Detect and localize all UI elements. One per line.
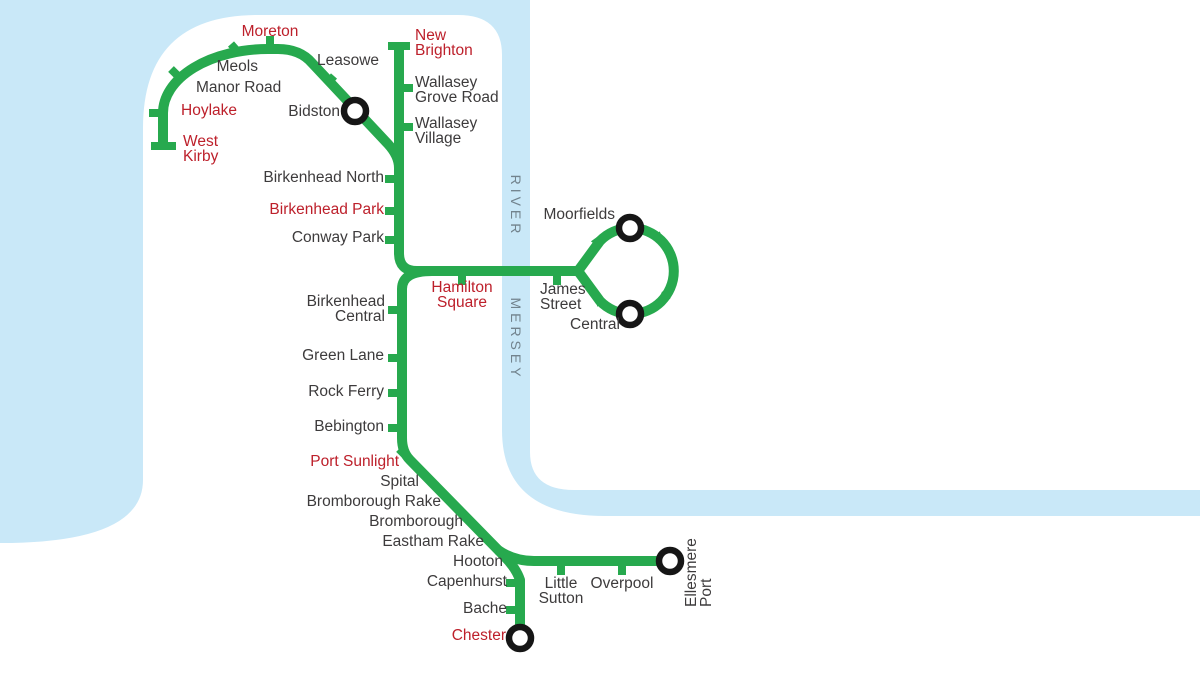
station-ticks [149, 36, 626, 614]
station-label-hamilton-square: Hamilton Square [431, 279, 493, 311]
station-label-wallasey-village: Wallasey Village [415, 115, 478, 147]
station-label-little-sutton: Little Sutton [538, 575, 584, 607]
station-label-bebington: Bebington [314, 418, 384, 435]
station-label-bidston: Bidston [288, 103, 340, 120]
station-label-rock-ferry: Rock Ferry [308, 383, 384, 400]
station-label-bache: Bache [463, 600, 507, 617]
ellesmere-port-branch-line [495, 545, 659, 566]
loop-arrow-northeast-icon [590, 231, 605, 248]
station-label-hoylake: Hoylake [181, 102, 237, 119]
ellesmere-port-interchange-circle [655, 546, 685, 576]
terminus-bars [151, 42, 410, 150]
station-label-eastham-rake: Eastham Rake [382, 533, 484, 550]
bromborough-rake-tick [435, 486, 449, 500]
spital-tick [414, 465, 428, 479]
bidston-interchange-circle [340, 96, 370, 126]
station-label-conway-park: Conway Park [291, 229, 384, 246]
station-label-spital: Spital [380, 473, 419, 490]
river-mersey-water [0, 0, 1200, 543]
station-label-chester: Chester [451, 627, 506, 644]
station-label-moreton: Moreton [241, 23, 299, 40]
station-label-central: Central [570, 316, 620, 333]
station-label-new-brighton: New Brighton [415, 27, 473, 59]
bromborough-tick [456, 507, 470, 521]
meols-tick [227, 41, 242, 55]
eastham-rake-tick [477, 528, 491, 542]
station-label-hooton: Hooton [453, 553, 503, 570]
chester-interchange-circle [505, 623, 535, 653]
station-label-west-kirby: West Kirby [183, 133, 219, 165]
station-label-james-street: James Street [540, 281, 586, 313]
station-label-bromborough-rake: Bromborough Rake [306, 493, 441, 510]
station-label-moorfields: Moorfields [543, 206, 616, 223]
station-label-port-sunlight: Port Sunlight [310, 453, 399, 470]
loop-arrow-southwest-icon [655, 291, 671, 308]
station-label-wallasey-grove-road: Wallasey Grove Road [415, 74, 499, 106]
port-sunlight-tick [396, 446, 410, 460]
station-label-leasowe: Leasowe [316, 52, 380, 69]
loop-arrow-southeast-icon [651, 231, 667, 247]
manor-road-tick [168, 66, 183, 81]
station-label-overpool: Overpool [590, 575, 654, 592]
station-label-ellesmere-port: Ellesmere Port [683, 538, 715, 607]
west-kirby-branch-line [158, 44, 404, 169]
station-label-meols: Meols [216, 58, 258, 75]
loop-direction-arrows [590, 231, 671, 308]
station-label-birkenhead-park: Birkenhead Park [269, 201, 384, 218]
station-label-birkenhead-central: Birkenhead Central [306, 293, 385, 325]
station-label-capenhurst: Capenhurst [426, 573, 507, 590]
station-label-manor-road: Manor Road [196, 79, 282, 96]
hooton-tick [493, 544, 507, 558]
interchange-circles [340, 96, 685, 653]
station-label-birkenhead-north: Birkenhead North [263, 169, 384, 186]
river-label-river: RIVER [508, 174, 524, 238]
station-label-green-lane: Green Lane [302, 347, 384, 364]
station-label-bromborough: Bromborough [369, 513, 463, 530]
moorfields-interchange-circle [615, 213, 645, 243]
central-interchange-circle [615, 299, 645, 329]
leasowe-tick [323, 73, 338, 87]
loop-arrow-west-icon [592, 290, 607, 307]
